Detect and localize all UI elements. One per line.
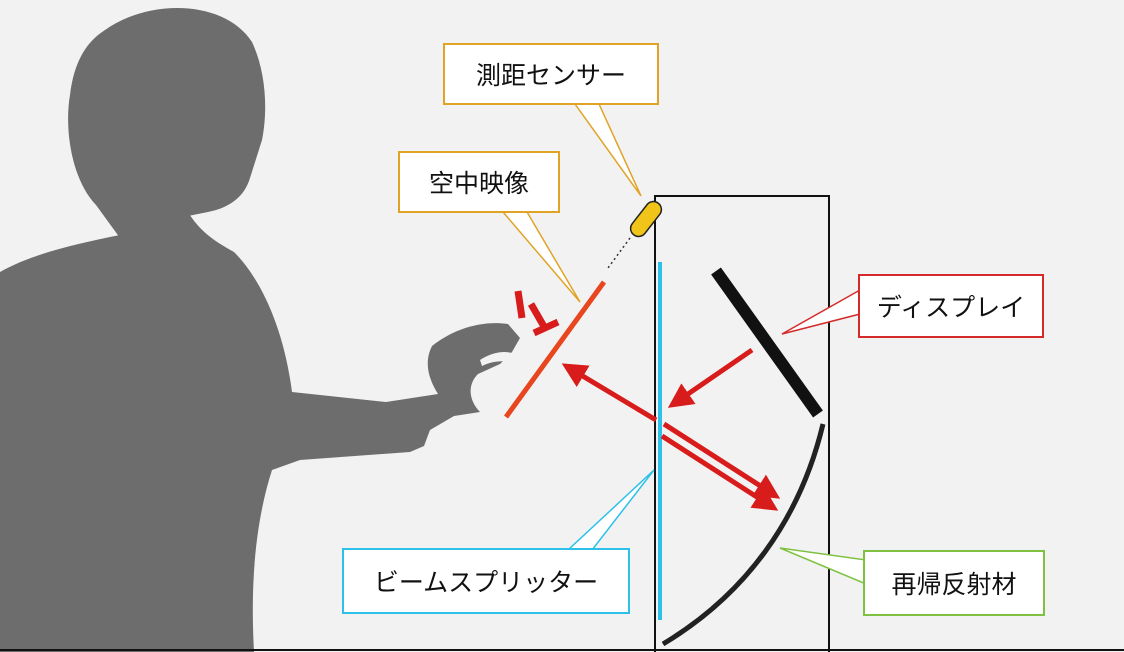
display-pointer — [781, 288, 861, 335]
beam-splitter-label: ビームスプリッター — [342, 548, 630, 614]
ray-retro-to-aerial — [561, 363, 658, 423]
device-housing — [654, 195, 830, 652]
aerial-image-label: 空中映像 — [398, 151, 560, 213]
sensor-beam — [607, 237, 631, 269]
retroreflector-curve — [661, 423, 826, 647]
range-sensor-label: 測距センサー — [443, 43, 659, 105]
person-silhouette — [0, 8, 520, 652]
sensor-pointer — [573, 103, 642, 197]
light-rays — [561, 347, 781, 511]
range-sensor — [607, 200, 663, 269]
splitter-pointer — [566, 469, 655, 551]
ray-splitter-to-retro-2 — [660, 433, 779, 511]
aerial-image-plane — [503, 280, 607, 419]
touch-indicator — [514, 290, 560, 337]
retroreflector-label: 再帰反射材 — [863, 550, 1045, 616]
display-panel — [711, 267, 823, 418]
ray-display-to-splitter — [667, 347, 754, 408]
retro-pointer — [779, 547, 867, 586]
callout-pointers — [501, 103, 867, 586]
aerial-pointer — [501, 211, 581, 303]
ray-splitter-to-retro-1 — [662, 421, 781, 499]
display-label: ディスプレイ — [858, 274, 1044, 338]
